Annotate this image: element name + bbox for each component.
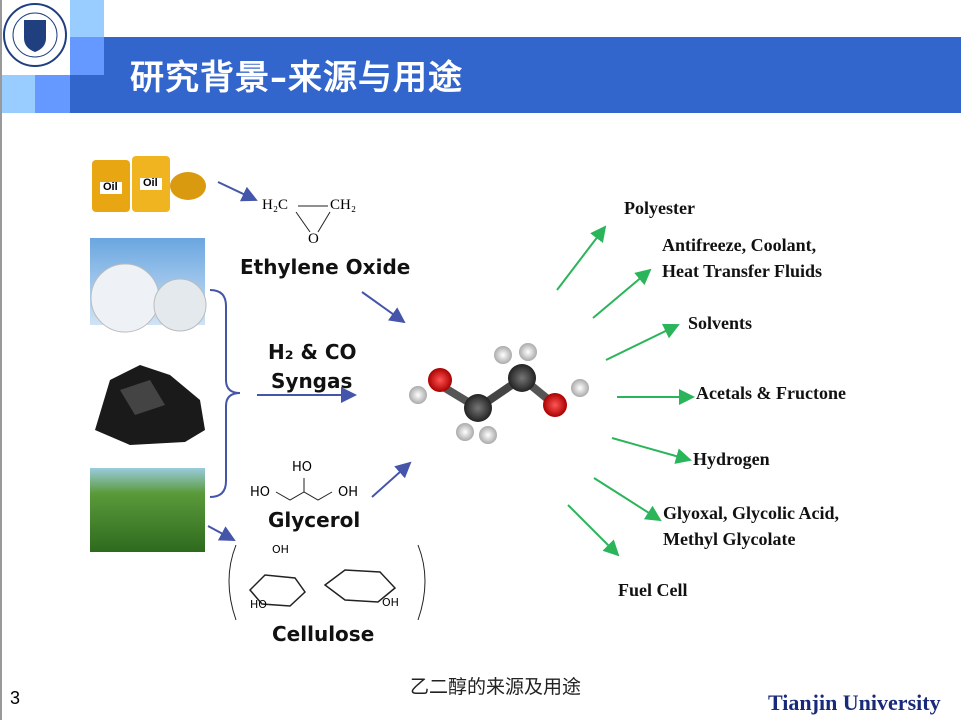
- figure-caption: 乙二醇的来源及用途: [410, 676, 582, 698]
- formula-text: OH: [338, 485, 359, 500]
- university-name: Tianjin University: [768, 690, 941, 715]
- ethylene-oxide-label: Ethylene Oxide: [240, 255, 411, 279]
- page-number: 3: [10, 688, 21, 708]
- formula-text: HO: [250, 598, 267, 611]
- formula-text: CH₂: [330, 197, 357, 213]
- decor-square: [70, 0, 104, 37]
- formula-text: O: [308, 231, 319, 247]
- oil-barrels-image: [92, 156, 206, 212]
- university-logo-icon: [3, 3, 67, 67]
- use-acetals: Acetals & Fructone: [696, 383, 846, 403]
- glycerol-label: Glycerol: [268, 508, 361, 532]
- cellulose-label: Cellulose: [272, 622, 375, 646]
- left-border: [0, 0, 2, 720]
- formula-text: OH: [382, 596, 399, 609]
- use-fuel-cell: Fuel Cell: [618, 580, 688, 600]
- use-glyoxal: Glyoxal, Glycolic Acid, Methyl Glycolate: [663, 503, 839, 549]
- decor-square: [0, 75, 35, 113]
- ethylene-glycol-molecule: [409, 343, 589, 444]
- formula-text: OH: [272, 543, 289, 556]
- use-solvents: Solvents: [688, 313, 753, 333]
- brace: [209, 289, 241, 498]
- use-polyester: Polyester: [624, 198, 695, 218]
- syngas-label: Syngas: [271, 369, 353, 393]
- decor-square: [35, 75, 70, 113]
- gas-tanks-image: [90, 238, 207, 333]
- syngas-formula: H₂ & CO: [268, 340, 357, 364]
- forest-image: [90, 468, 205, 552]
- use-hydrogen: Hydrogen: [693, 449, 770, 469]
- title-bar: [104, 37, 961, 113]
- oil-label: Oil: [143, 177, 158, 189]
- oil-label: Oil: [103, 181, 118, 193]
- formula-text: H₂C: [262, 197, 289, 213]
- formula-text: HO: [292, 460, 313, 475]
- coal-image: [95, 365, 205, 445]
- formula-text: HO: [250, 485, 271, 500]
- page-title: 研究背景–来源与用途: [130, 58, 463, 98]
- decor-square: [70, 75, 104, 113]
- decor-square: [70, 37, 104, 75]
- use-antifreeze: Antifreeze, Coolant, Heat Transfer Fluid…: [662, 235, 823, 281]
